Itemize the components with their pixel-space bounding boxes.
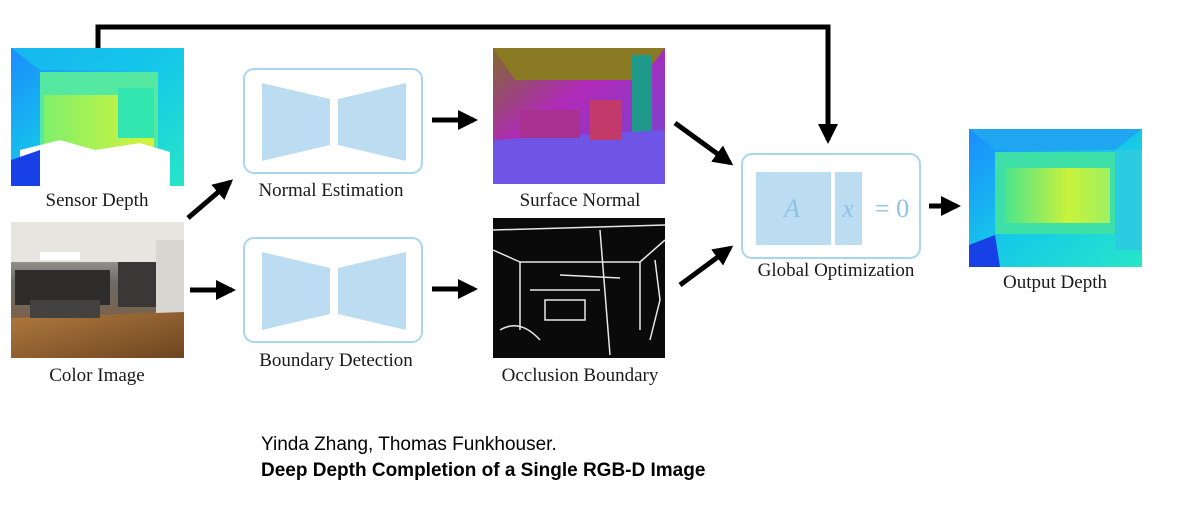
encoder-shape [262, 83, 330, 161]
equation-x: x [841, 194, 854, 223]
occlusion-boundary-image [492, 218, 666, 358]
output-depth-label: Output Depth [1003, 272, 1107, 293]
boundary-detection-network [243, 237, 423, 343]
occlusion-boundary-label: Occlusion Boundary [502, 365, 659, 386]
vector-x-block [835, 172, 862, 245]
color-image [11, 222, 184, 358]
boundary-detection-label: Boundary Detection [259, 350, 413, 371]
arrow-occlusion-to-optimization [678, 245, 734, 288]
decoder-shape [338, 83, 406, 161]
citation-authors: Yinda Zhang, Thomas Funkhouser. [261, 434, 557, 455]
arrow-surface-to-optimization [673, 120, 734, 166]
matrix-A-block [756, 172, 831, 245]
sensor-depth-label: Sensor Depth [46, 190, 149, 211]
global-optimization-label: Global Optimization [758, 260, 915, 281]
citation-title: Deep Depth Completion of a Single RGB-D … [261, 460, 706, 481]
normal-estimation-network [243, 68, 423, 174]
skip-connection-arrow [95, 24, 838, 144]
equation-equals-zero: = 0 [875, 194, 909, 223]
encoder-shape [262, 252, 330, 330]
output-depth-image [969, 129, 1142, 267]
normal-estimation-label: Normal Estimation [258, 180, 404, 201]
surface-normal-label: Surface Normal [520, 190, 641, 211]
equation-A: A [782, 194, 800, 223]
global-optimization-box: A x = 0 [741, 153, 921, 259]
arrow-depth-to-normal [186, 179, 234, 220]
citation: Yinda Zhang, Thomas Funkhouser. Deep Dep… [261, 432, 705, 484]
decoder-shape [338, 252, 406, 330]
sensor-depth-image [11, 48, 184, 186]
color-image-label: Color Image [49, 365, 145, 386]
surface-normal-image [493, 48, 665, 184]
